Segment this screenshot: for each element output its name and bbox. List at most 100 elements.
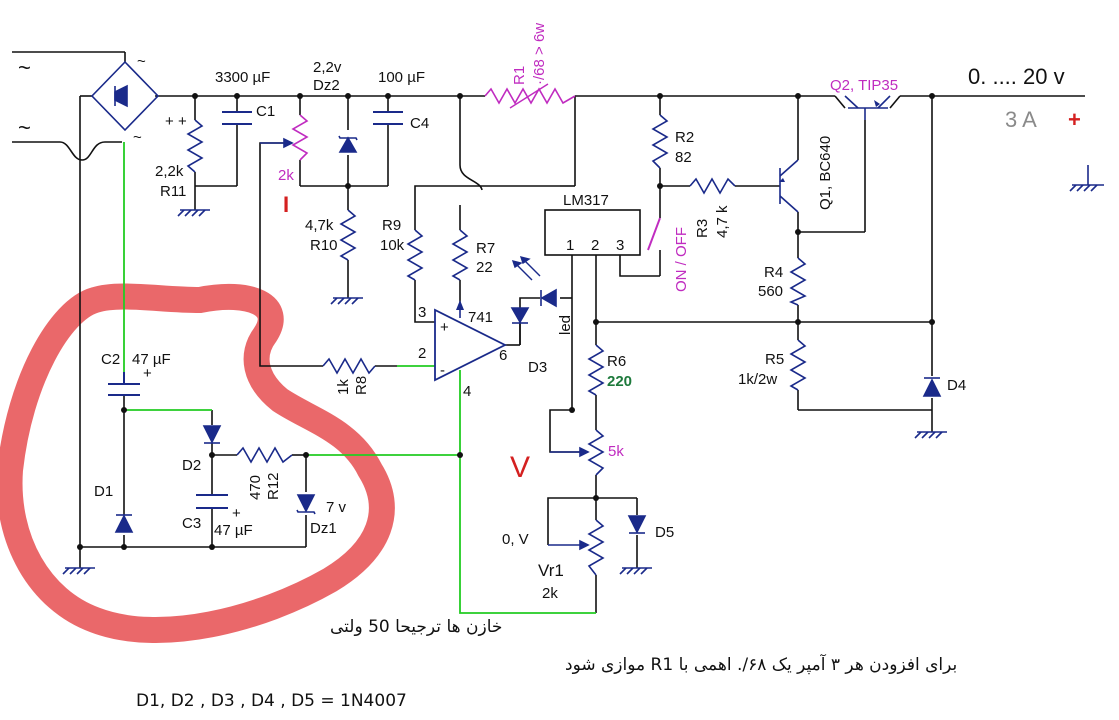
r10-body — [339, 209, 357, 261]
vr1-zero: 0, V — [502, 531, 529, 548]
c2-name: C2 — [101, 351, 120, 368]
r12-body — [236, 446, 293, 464]
pot-v-mark: V — [510, 451, 530, 484]
ac-input-top-symbol: ~ — [18, 55, 31, 80]
bridge-plus-symbol: + — [165, 113, 174, 130]
r1-variable-arrow — [509, 83, 549, 109]
r10-name: R10 — [310, 237, 338, 254]
r11-name: R11 — [160, 183, 186, 200]
r11-plus: + — [178, 113, 187, 130]
lm317-body — [544, 209, 641, 256]
highlight-loop — [0, 283, 395, 643]
grounds — [62, 165, 1104, 575]
r7-name: R7 — [476, 240, 495, 257]
c2-value: 47 µF — [132, 351, 171, 368]
q2-name: Q2, TIP35 — [830, 77, 898, 94]
r4-body — [788, 257, 807, 306]
vr1-value: 2k — [542, 585, 558, 602]
r10-value: 4,7k — [305, 217, 334, 234]
r2-value: 82 — [675, 149, 692, 166]
diodes — [114, 135, 942, 534]
r12-value: 470 — [247, 475, 264, 500]
lm317-pin3: 3 — [616, 237, 624, 254]
ground-icon — [914, 431, 947, 439]
r11-value: 2,2k — [155, 163, 184, 180]
led-emission-icon — [511, 256, 541, 281]
d2-name: D2 — [182, 457, 201, 474]
green-wires — [123, 142, 596, 614]
d2-diode — [202, 425, 222, 444]
junctions — [77, 93, 935, 550]
pot-i-value: 2k — [278, 167, 294, 184]
opamp-pin3: 3 — [418, 304, 426, 321]
r11-body — [186, 119, 204, 173]
opamp-741 — [434, 308, 508, 382]
opamp-pin4: 4 — [463, 383, 471, 400]
r2-body — [651, 114, 669, 169]
r9-value: 10k — [380, 237, 405, 254]
opamp-pin6: 6 — [499, 347, 507, 364]
d1-diode — [114, 514, 134, 533]
opamp-supply-arrow — [456, 300, 464, 310]
vr1-name: Vr1 — [538, 561, 564, 580]
r8-name: R8 — [353, 376, 370, 395]
c2-plus: + — [143, 365, 152, 382]
pot-i-body — [291, 114, 309, 161]
resistors — [186, 114, 807, 576]
r3-body — [689, 177, 736, 195]
d5-name: D5 — [655, 524, 674, 541]
lm317-name: LM317 — [563, 192, 609, 209]
c1-value: 3300 µF — [215, 69, 270, 86]
r3-value: 4,7 k — [714, 205, 731, 238]
r2-name: R2 — [675, 129, 694, 146]
dz2-name: Dz2 — [313, 77, 340, 94]
transistors — [779, 95, 891, 213]
r8-body — [322, 357, 376, 375]
d4-name: D4 — [947, 377, 966, 394]
q1-emitter-arrow — [779, 178, 785, 182]
q2-emitter-arrow — [874, 100, 880, 107]
q1-name: Q1, BC640 — [817, 136, 834, 210]
r5-body — [789, 339, 807, 391]
r12-name: R12 — [265, 472, 282, 500]
output-ground-icon — [1069, 165, 1104, 192]
r5-name: R5 — [765, 351, 784, 368]
r5-value: 1k/2w — [738, 371, 777, 388]
c3-name: C3 — [182, 515, 201, 532]
dz1-value: 7 v — [326, 499, 347, 516]
switch-label: ON / OFF — [673, 227, 690, 292]
c1-name: C1 — [256, 103, 275, 120]
d3-diode — [510, 307, 530, 324]
d1-name: D1 — [94, 483, 113, 500]
vr1-body — [587, 519, 605, 576]
ground-icon — [619, 567, 652, 575]
dz2-value: 2,2v — [313, 59, 342, 76]
opamp-pin2: 2 — [418, 345, 426, 362]
d5-diode — [627, 515, 647, 534]
lm317-pin2: 2 — [591, 237, 599, 254]
r1-name: R1 — [511, 66, 528, 85]
r8-value: 1k — [335, 379, 352, 395]
c3-plus: + — [232, 505, 241, 522]
output-current: 3 A — [1005, 107, 1037, 132]
output-plus-symbol: + — [1068, 107, 1081, 132]
dz2-diode — [338, 136, 358, 153]
ground-icon — [62, 567, 95, 575]
led-label: led — [557, 315, 574, 335]
led-diode — [540, 288, 557, 308]
lm317-pin1: 1 — [566, 237, 574, 254]
opamp-plus: + — [440, 319, 449, 336]
r6-name: R6 — [607, 353, 626, 370]
on-off-switch[interactable] — [647, 217, 661, 251]
dz1-diode — [296, 494, 316, 513]
r1-value: ·/68 > 6w — [531, 23, 548, 85]
r7-body — [451, 229, 469, 281]
wipers — [260, 137, 590, 551]
r9-body — [406, 229, 424, 281]
wires — [12, 51, 1085, 613]
r3-name: R3 — [694, 219, 711, 238]
bridge-ac-out-symbol: ~ — [133, 129, 142, 146]
ground-icon — [330, 297, 363, 305]
output-voltage: 0. .... 20 v — [968, 64, 1065, 89]
